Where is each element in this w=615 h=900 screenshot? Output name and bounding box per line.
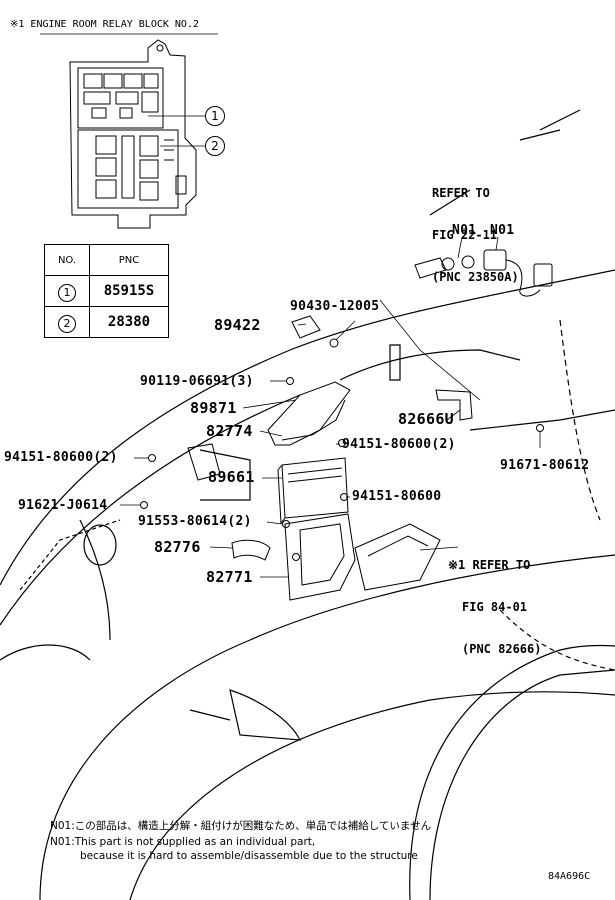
reference-fig84-line3: (PNC 82666) <box>462 642 542 656</box>
figure-code: 84A696C <box>548 871 591 882</box>
part-label-94151-80600-left: 94151-80600(2) <box>4 450 118 465</box>
part-label-89661: 89661 <box>208 468 255 486</box>
reference-fig84-line2: FIG 84-01 <box>462 600 528 614</box>
row-number: 2 <box>58 314 76 333</box>
part-label-94151-80600-right: 94151-80600 <box>352 489 442 504</box>
label-n01-b: N01 <box>490 223 515 238</box>
pnc-value: 28380 <box>89 306 169 338</box>
reference-fig84-line1: ※1 REFER TO <box>448 558 531 572</box>
reference-fig84: ※1 REFER TO FIG 84-01 (PNC 82666) <box>448 530 541 684</box>
label-n01-a: N01 <box>452 223 477 238</box>
part-label-90430-12005: 90430-12005 <box>290 299 380 314</box>
reference-fig22: REFER TO FIG 22-11 (PNC 23850A) <box>432 158 519 312</box>
table-row: 2 28380 <box>44 306 169 338</box>
note-english-line2: because it is hard to assemble/disassemb… <box>80 850 418 862</box>
callout-circle-2: 2 <box>205 136 225 156</box>
note-english-line1: N01:This part is not supplied as an indi… <box>50 836 316 848</box>
reference-fig22-line3: (PNC 23850A) <box>432 270 519 284</box>
row-number: 1 <box>58 283 76 302</box>
callout-circle-1: 1 <box>205 106 225 126</box>
pnc-value: 85915S <box>89 275 169 307</box>
reference-fig22-line2: FIG 22-11 <box>432 228 498 242</box>
page-title: ※1 ENGINE ROOM RELAY BLOCK NO.2 <box>10 19 199 30</box>
part-label-89422: 89422 <box>214 316 261 334</box>
table-header-no: NO. <box>44 244 90 276</box>
table-header-row: NO. PNC <box>44 244 169 276</box>
part-label-91553-80614: 91553-80614(2) <box>138 514 252 529</box>
car-body-outline <box>0 109 615 900</box>
part-label-89871: 89871 <box>190 399 237 417</box>
note-japanese: N01:この部品は、構造上分解・組付けが困難なため、単品では補給していません <box>50 820 432 832</box>
table-row: 1 85915S <box>44 275 169 307</box>
part-label-91621-j0614: 91621-J0614 <box>18 498 108 513</box>
leader-lines <box>120 236 541 578</box>
relay-block-drawing <box>69 39 206 229</box>
part-label-82776: 82776 <box>154 538 201 556</box>
part-label-94151-80600-right-2: 94151-80600(2) <box>342 437 456 452</box>
part-label-91671-80612: 91671-80612 <box>500 458 590 473</box>
reference-fig22-line1: REFER TO <box>432 186 490 200</box>
part-label-90119-06691: 90119-06691(3) <box>140 374 254 389</box>
part-label-82666u: 82666U <box>398 410 454 428</box>
table-header-pnc: PNC <box>89 244 169 276</box>
part-label-82774: 82774 <box>206 422 253 440</box>
part-label-82771: 82771 <box>206 568 253 586</box>
pnc-table: NO. PNC 1 85915S 2 28380 <box>44 244 169 338</box>
